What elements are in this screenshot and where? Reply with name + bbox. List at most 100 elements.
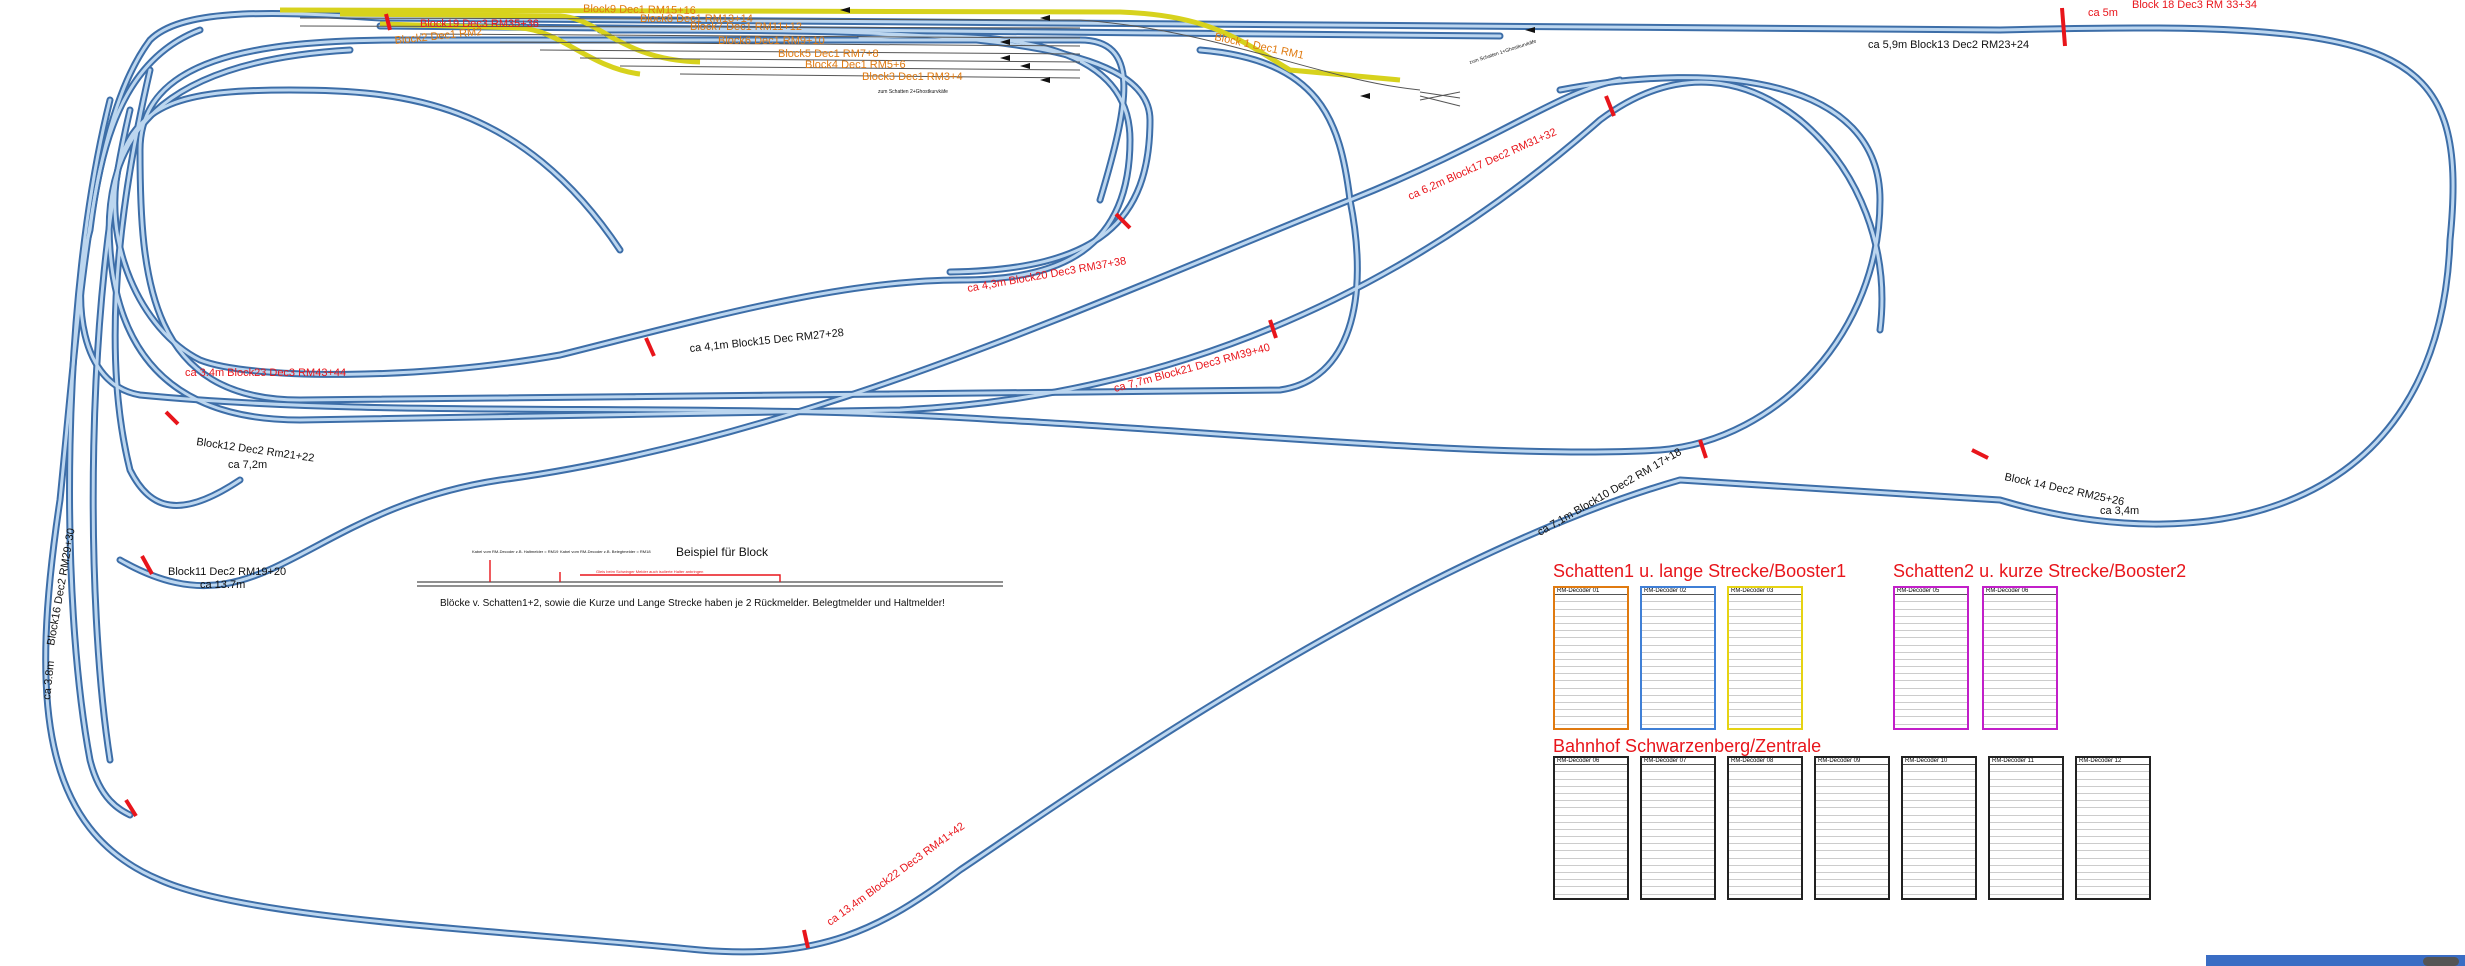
table-row xyxy=(1642,859,1714,866)
table-row xyxy=(1816,851,1888,859)
table-row xyxy=(1555,830,1627,838)
table-row xyxy=(1984,653,2056,660)
decoder-table: RM-Decoder 08 xyxy=(1727,756,1803,900)
decoder-table: RM-Decoder 06 xyxy=(1553,756,1629,900)
table-row xyxy=(1729,851,1801,859)
table-row xyxy=(1729,859,1801,866)
table-row xyxy=(1555,780,1627,787)
table-row xyxy=(1555,674,1627,682)
table-row xyxy=(1642,808,1714,816)
table-row xyxy=(1642,873,1714,881)
tracks xyxy=(42,10,2457,956)
table-row xyxy=(2077,830,2149,838)
table-row xyxy=(1903,794,1975,802)
table-row xyxy=(1555,895,1627,898)
table-row xyxy=(1729,787,1801,794)
table-row xyxy=(1984,631,2056,639)
table-row xyxy=(1729,780,1801,787)
table-row xyxy=(1990,859,2062,866)
table-row xyxy=(1895,602,1967,610)
table-row xyxy=(2077,844,2149,852)
table-row xyxy=(1642,851,1714,859)
table-row xyxy=(1729,717,1801,725)
block-label: ca 3.8m xyxy=(41,660,57,700)
table-row xyxy=(1555,823,1627,830)
table-row xyxy=(2077,873,2149,881)
table-row xyxy=(1816,887,1888,895)
table-row xyxy=(1642,610,1714,617)
table-row xyxy=(1729,602,1801,610)
table-row xyxy=(1816,780,1888,787)
table-row xyxy=(1816,772,1888,780)
table-row xyxy=(1729,646,1801,653)
table-row xyxy=(1729,880,1801,888)
table-row xyxy=(1903,765,1975,773)
table-row xyxy=(1642,866,1714,874)
table-row xyxy=(1903,844,1975,852)
table-row xyxy=(1642,717,1714,725)
decoder-table: RM-Decoder 02 xyxy=(1640,586,1716,730)
table-row xyxy=(1642,823,1714,830)
section-title-bahnhof: Bahnhof Schwarzenberg/Zentrale xyxy=(1553,736,1822,756)
table-row xyxy=(1642,646,1714,653)
table-row xyxy=(1642,816,1714,823)
table-row xyxy=(2077,808,2149,816)
table-row xyxy=(1895,624,1967,632)
table-row xyxy=(1729,696,1801,704)
table-row xyxy=(1984,660,2056,668)
table-row xyxy=(1729,638,1801,646)
table-row xyxy=(1642,703,1714,711)
table-row xyxy=(1729,816,1801,823)
table-row xyxy=(1555,765,1627,773)
table-row xyxy=(1990,765,2062,773)
table-row xyxy=(1555,844,1627,852)
table-row xyxy=(1816,823,1888,830)
table-row xyxy=(1816,794,1888,802)
table-row xyxy=(1729,610,1801,617)
decoder-table-title: RM-Decoder 02 xyxy=(1642,588,1714,596)
table-row xyxy=(1729,725,1801,728)
table-row xyxy=(1642,801,1714,809)
table-row xyxy=(1990,866,2062,874)
table-row xyxy=(1895,638,1967,646)
table-row xyxy=(1555,595,1627,603)
table-row xyxy=(1642,837,1714,845)
table-row xyxy=(2077,895,2149,898)
table-row xyxy=(1903,866,1975,874)
table-row xyxy=(1984,610,2056,617)
block-label: ca 4,1m Block15 Dec RM27+28 xyxy=(689,327,844,355)
table-row xyxy=(1729,710,1801,718)
table-row xyxy=(1555,866,1627,874)
table-row xyxy=(1816,808,1888,816)
table-row xyxy=(1555,681,1627,689)
table-row xyxy=(1642,794,1714,802)
table-row xyxy=(1729,794,1801,802)
table-row xyxy=(1729,830,1801,838)
table-row xyxy=(1729,837,1801,845)
table-row xyxy=(1642,667,1714,675)
table-row xyxy=(1903,787,1975,794)
table-row xyxy=(2077,859,2149,866)
block-label: ca 13.7m xyxy=(200,579,245,591)
block-markers xyxy=(124,7,2067,949)
table-row xyxy=(1729,595,1801,603)
block-label: Block4 Dec1 RM5+6 xyxy=(805,59,906,71)
table-row xyxy=(1895,595,1967,603)
table-row xyxy=(1895,646,1967,653)
shadow-station xyxy=(279,7,1461,107)
table-row xyxy=(1895,681,1967,689)
table-row xyxy=(1990,787,2062,794)
table-row xyxy=(1555,801,1627,809)
table-row xyxy=(1990,772,2062,780)
table-row xyxy=(2077,772,2149,780)
block-label: Block19 Dec3 RM35+36 xyxy=(420,18,539,30)
table-row xyxy=(1729,823,1801,830)
taskbar-button[interactable] xyxy=(2423,957,2459,966)
table-row xyxy=(1555,808,1627,816)
decoder-table-title: RM-Decoder 06 xyxy=(1555,758,1627,766)
table-row xyxy=(1816,866,1888,874)
table-row xyxy=(1642,765,1714,773)
table-row xyxy=(1990,830,2062,838)
table-row xyxy=(1642,653,1714,660)
block-label: Block11 Dec2 RM19+20 xyxy=(168,566,286,578)
